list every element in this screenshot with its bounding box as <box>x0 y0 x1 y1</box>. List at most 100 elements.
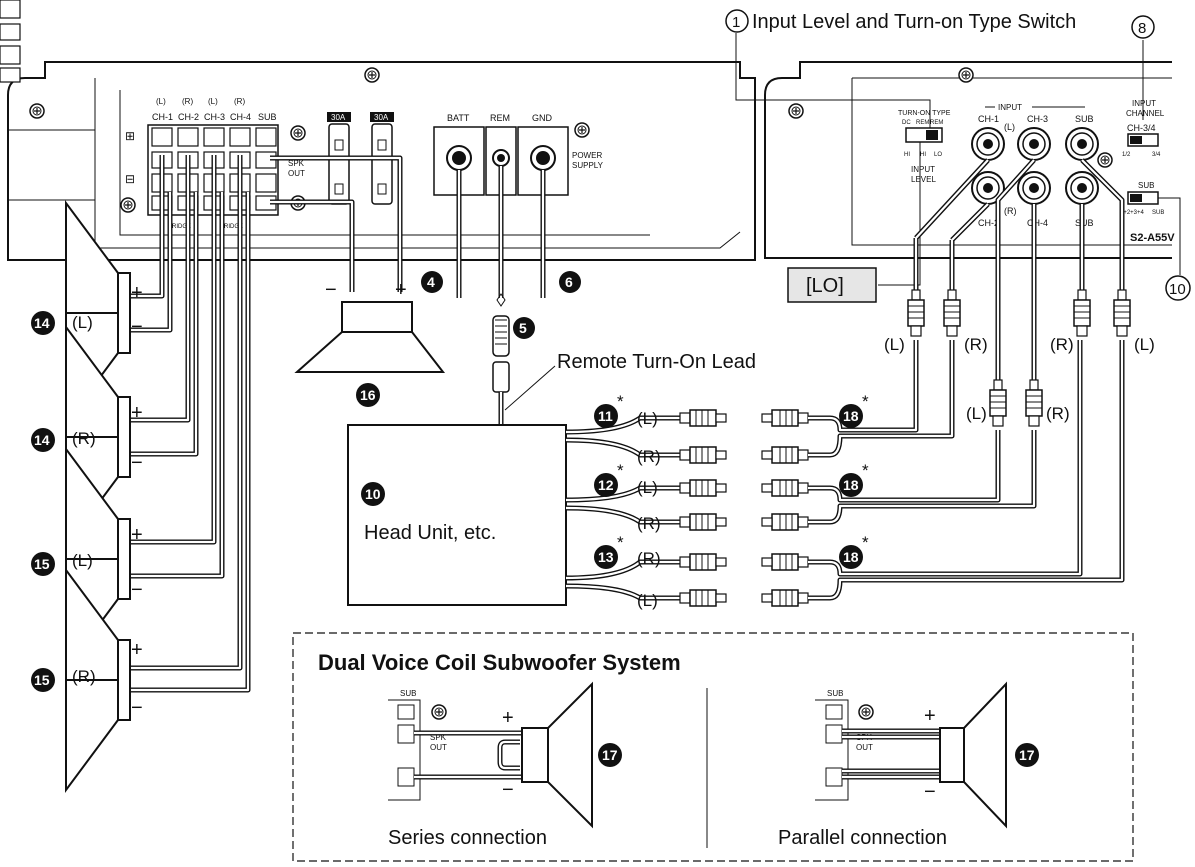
remote-turn-on-lead-label: Remote Turn-On Lead <box>557 351 756 373</box>
callout-15: 15 <box>31 552 55 576</box>
parallel-label: Parallel connection <box>778 827 947 849</box>
minus-symbol: − <box>131 316 143 338</box>
inline-connector <box>492 315 510 357</box>
svg-text:SUB: SUB <box>1138 181 1154 190</box>
svg-text:3/4: 3/4 <box>1152 152 1161 158</box>
rca-lr-label: (R) <box>1050 335 1074 354</box>
svg-text:*: * <box>617 392 624 411</box>
head-unit-label: Head Unit, etc. <box>364 522 496 544</box>
svg-text:5: 5 <box>519 320 527 336</box>
plus-symbol: + <box>395 279 407 301</box>
svg-text:17: 17 <box>1019 747 1035 763</box>
rca-lr-label: (R) <box>637 447 661 466</box>
svg-text:18: 18 <box>843 549 859 565</box>
svg-text:15: 15 <box>34 556 50 572</box>
model-label: S2-A55V <box>1130 232 1175 244</box>
rca-lr-label: (L) <box>637 591 658 610</box>
screw <box>574 122 590 138</box>
callout-18: 18* <box>839 392 869 428</box>
svg-text:15: 15 <box>34 672 50 688</box>
svg-text:*: * <box>862 392 869 411</box>
svg-text:*: * <box>862 461 869 480</box>
svg-text:CH-2: CH-2 <box>978 218 999 228</box>
screw <box>290 125 306 141</box>
svg-text:(R): (R) <box>1004 206 1017 216</box>
rca-jack-ch1[interactable] <box>971 127 1005 161</box>
minus-symbol: − <box>924 781 936 803</box>
ch-name-label: CH-4 <box>230 112 251 122</box>
speaker-lr-label: (L) <box>72 313 93 332</box>
minus-symbol: − <box>325 279 337 301</box>
rca-lr-label: (L) <box>637 409 658 428</box>
speaker-ch3-left: + − (L) <box>65 448 143 670</box>
ch-name-label: SUB <box>258 112 277 122</box>
callout-11: 11* <box>594 392 624 428</box>
svg-text:INPUT: INPUT <box>911 165 935 174</box>
plus-symbol: + <box>131 282 143 304</box>
callout-18: 18* <box>839 533 869 569</box>
rca-jack-ch4[interactable] <box>1017 171 1051 205</box>
callout-10: 10 <box>361 482 385 506</box>
svg-text:18: 18 <box>843 477 859 493</box>
callout-18: 18* <box>839 461 869 497</box>
svg-text:1: 1 <box>732 14 740 31</box>
svg-text:*: * <box>617 533 624 552</box>
svg-text:CHANNEL: CHANNEL <box>1126 109 1165 118</box>
amplifier-right: S2-A55V TURN-ON TYPE DC REM REM HI HI LO… <box>764 61 1175 259</box>
callout-15: 15 <box>31 668 55 692</box>
svg-text:HI: HI <box>904 152 910 158</box>
fuse-holders: 30A 30A <box>327 112 394 205</box>
svg-text:6: 6 <box>565 274 573 290</box>
rca-plugs-right <box>907 158 1131 427</box>
callout-16: 16 <box>356 383 380 407</box>
ch-name-label: CH-3 <box>204 112 225 122</box>
svg-text:1/2: 1/2 <box>1122 152 1131 158</box>
svg-text:DC: DC <box>902 120 911 126</box>
svg-text:SUB: SUB <box>400 689 416 698</box>
rca-lr-label: (R) <box>637 514 661 533</box>
svg-text:*: * <box>617 461 624 480</box>
rca-jack-sub[interactable] <box>1065 171 1099 205</box>
speaker-ch1-left: + − (L) <box>65 202 143 424</box>
speaker-ch4-right: + − (R) <box>65 569 143 791</box>
rca-lr-label: (R) <box>964 335 988 354</box>
svg-text:CH-4: CH-4 <box>1027 218 1048 228</box>
callout-5: 5 <box>513 317 535 339</box>
svg-text:INPUT: INPUT <box>1132 99 1156 108</box>
screw <box>29 103 45 119</box>
svg-text:14: 14 <box>34 432 50 448</box>
rca-lr-label: (R) <box>637 549 661 568</box>
svg-text:CH-3: CH-3 <box>1027 114 1048 124</box>
svg-text:10: 10 <box>1169 281 1186 298</box>
minus-symbol: − <box>502 779 514 801</box>
rca-lr-label: (R) <box>1046 404 1070 423</box>
plus-symbol: + <box>131 639 143 661</box>
svg-text:17: 17 <box>602 747 618 763</box>
rca-jack-sub[interactable] <box>1065 127 1099 161</box>
rca-lr-label: (L) <box>637 478 658 497</box>
bridge-label: BRIDGE <box>168 224 191 230</box>
screw <box>958 67 974 83</box>
minus-symbol: − <box>131 697 143 719</box>
svg-text:18: 18 <box>843 408 859 424</box>
callout-8: 8 <box>1131 15 1155 39</box>
svg-text:OUT: OUT <box>856 743 873 752</box>
fuse-label: 30A <box>374 113 389 122</box>
svg-text:SUB: SUB <box>1152 210 1164 216</box>
svg-text:REM: REM <box>930 120 943 126</box>
gnd-label: GND <box>532 113 553 123</box>
speaker-wires <box>120 155 403 693</box>
rca-jack-ch3[interactable] <box>1017 127 1051 161</box>
ch-lr-label: (L) <box>208 97 218 106</box>
rca-lr-label: (L) <box>1134 335 1155 354</box>
speaker-ch2-right: + − (R) <box>65 326 143 548</box>
svg-text:13: 13 <box>598 549 614 565</box>
svg-text:12: 12 <box>598 477 614 493</box>
turn-on-type-label: TURN-ON TYPE <box>898 110 951 117</box>
svg-text:REM: REM <box>916 120 929 126</box>
spk-out-label: SPK <box>288 159 305 168</box>
dvc-section: Dual Voice Coil Subwoofer System SUB SPK… <box>292 632 1134 862</box>
dvc-title: Dual Voice Coil Subwoofer System <box>318 650 681 675</box>
spk-out-label: OUT <box>288 169 305 178</box>
screw <box>364 67 380 83</box>
